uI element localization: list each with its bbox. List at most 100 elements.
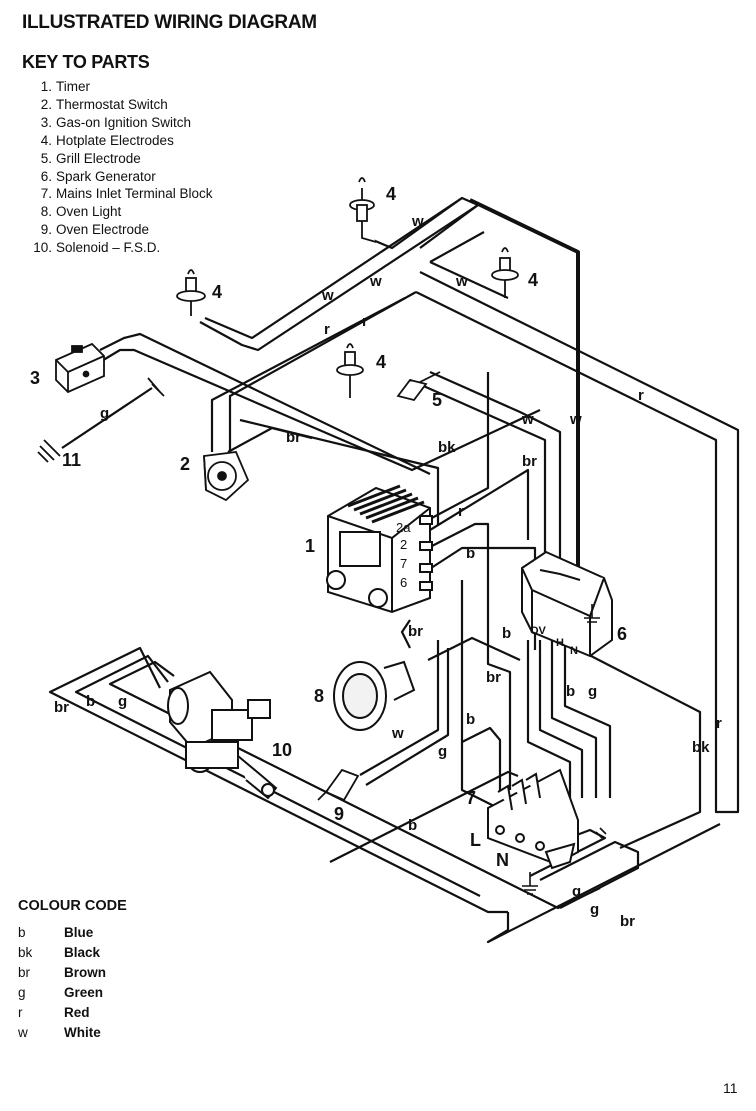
wire-spark-out-2: [550, 640, 598, 798]
block-terminal-7: 7: [466, 788, 476, 808]
part-item: 5.Grill Electrode: [24, 150, 213, 168]
wire-label-g: g: [590, 901, 599, 918]
wire-label-b: b: [86, 693, 95, 710]
wire-label-r: r: [638, 387, 644, 404]
wire-label-r: r: [324, 321, 330, 338]
wire-label-br: br: [620, 913, 635, 930]
wire-white-grill: [429, 370, 562, 578]
wire-brown-outer-bottom: [486, 823, 721, 944]
wire-black-thick: [469, 198, 580, 578]
wire-label-br: br: [486, 669, 501, 686]
part-name: Oven Light: [56, 204, 122, 220]
callout-4-left: 4: [212, 282, 222, 302]
part-name: Mains Inlet Terminal Block: [56, 186, 213, 202]
wire-spark-out-1: [538, 640, 584, 798]
colour-name: White: [64, 1024, 101, 1040]
wire-label-g: g: [438, 743, 447, 760]
callout-10: 10: [272, 740, 292, 760]
wire-white-long: [199, 204, 479, 352]
wire-white-right-hotplate: [429, 231, 509, 299]
page-number: 11: [723, 1080, 738, 1096]
part-name: Solenoid – F.S.D.: [56, 240, 161, 256]
wire-label-w: w: [411, 213, 424, 230]
part-number: 6.: [40, 168, 52, 184]
mains-terminal-block: [487, 768, 579, 870]
wire-label-br: br: [408, 623, 423, 640]
spark-generator: [521, 550, 613, 658]
hotplate-electrode-top: [349, 177, 377, 243]
wire-label-br: br: [54, 699, 69, 716]
wire-brown-thermostat: [227, 426, 313, 453]
spark-terminal-h: H: [556, 637, 564, 649]
part-number: 10.: [33, 240, 52, 256]
hotplate-electrode-right: [491, 247, 519, 298]
ignition-switch: [55, 342, 105, 394]
hotplate-electrode-middle: [336, 343, 364, 398]
wire-label-b: b: [466, 711, 475, 728]
wire-label-b: b: [466, 545, 475, 562]
wire-label-w: w: [369, 273, 382, 290]
key-to-parts-heading: KEY TO PARTS: [22, 52, 150, 72]
thermostat-switch: [203, 451, 250, 502]
callout-3: 3: [30, 368, 40, 388]
wire-label-br: br: [286, 429, 301, 446]
wire-label-r: r: [716, 715, 722, 732]
callout-4-top: 4: [386, 184, 396, 204]
part-name: Grill Electrode: [56, 150, 141, 166]
wires: [48, 196, 740, 944]
part-name: Oven Electrode: [56, 222, 150, 238]
wire-green-down: [460, 580, 499, 809]
timer-terminal-2a: 2a: [396, 520, 411, 535]
wire-black-right: [559, 639, 702, 850]
oven-electrode: [317, 768, 360, 802]
part-item: 7.Mains Inlet Terminal Block: [24, 185, 213, 203]
callout-5: 5: [432, 390, 442, 410]
part-number: 2.: [40, 96, 52, 112]
timer-terminal-2: 2: [400, 537, 407, 552]
spark-terminal-ov: OV: [530, 625, 547, 637]
wire-label-b: b: [566, 683, 575, 700]
part-number: 3.: [40, 114, 52, 130]
wire-spark-down: [526, 640, 572, 800]
timer-terminal-6: 6: [400, 575, 407, 590]
wire-label-b: b: [502, 625, 511, 642]
wire-label-g: g: [572, 883, 581, 900]
part-item: 2.Thermostat Switch: [24, 96, 213, 114]
callout-8: 8: [314, 686, 324, 706]
callout-11: 11: [62, 450, 81, 470]
colour-abbrev: br: [18, 964, 31, 980]
callout-4-right: 4: [528, 270, 538, 290]
callout-6: 6: [617, 624, 627, 644]
wire-label-w: w: [455, 273, 468, 290]
wire-red-to-timer: [210, 297, 406, 452]
wire-red-outer: [415, 271, 740, 814]
colour-abbrev: r: [18, 1004, 23, 1020]
part-name: Timer: [56, 79, 90, 94]
colour-abbrev: w: [18, 1024, 28, 1040]
wire-label-g: g: [588, 683, 597, 700]
wire-spark-out-3: [563, 640, 612, 798]
wire-green-block-1: [539, 840, 640, 909]
wire-brown-light-2: [427, 636, 521, 661]
part-item: 3.Gas-on Ignition Switch: [24, 114, 213, 132]
wire-label-w: w: [569, 411, 582, 428]
part-item: 10.Solenoid – F.S.D.: [24, 239, 213, 257]
colour-name: Blue: [64, 924, 94, 940]
block-terminal-n: N: [496, 850, 509, 870]
colour-name: Red: [64, 1004, 90, 1020]
wire-green-earth: [61, 387, 153, 449]
wire-white-grill-2: [409, 378, 547, 578]
wire-label-g: g: [118, 693, 127, 710]
wire-label-b: b: [408, 817, 417, 834]
diagram-title: ILLUSTRATED WIRING DIAGRAM: [22, 12, 317, 33]
part-item: 1.Timer: [24, 78, 213, 96]
colour-code-heading: COLOUR CODE: [18, 898, 127, 914]
wire-label-g: g: [100, 405, 109, 422]
wire-label-bk: bk: [692, 739, 710, 756]
wire-blue-timer-2: [427, 546, 537, 650]
colour-name: Green: [64, 984, 104, 1000]
